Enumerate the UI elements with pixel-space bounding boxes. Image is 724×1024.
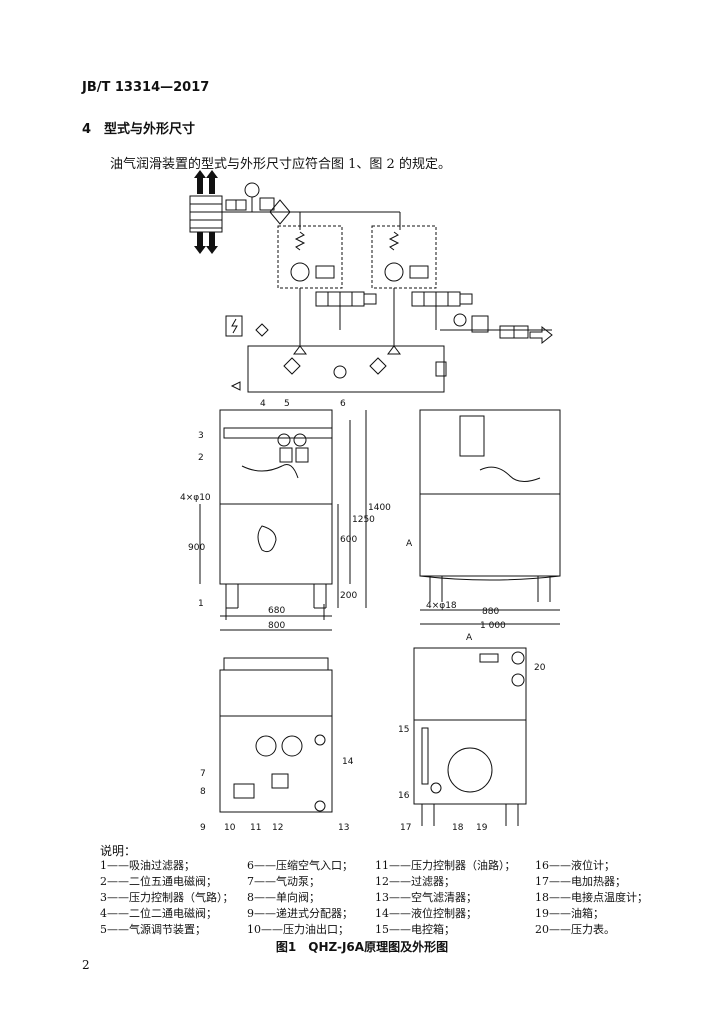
figure-drawing: 680 800 4×φ10 900 600 200 1250 1400 4 5 … [180,170,561,833]
dim-880: 880 [482,607,499,617]
callout-9: 9 [200,823,206,833]
pump-box-1 [277,225,343,289]
legend-item: 2——二位五通电磁阀； [100,875,217,888]
legend-title: 说明： [100,844,137,858]
legend-row: 1——吸油过滤器； 6——压缩空气入口； 11——压力控制器（油路）； 16——… [100,858,660,874]
electric-icon [225,315,243,337]
legend-item: 7——气动泵； [247,875,320,888]
air-inlet-arrow-icon [529,325,553,345]
legend-item: 1——吸油过滤器； [100,859,195,872]
schematic-diagram [189,170,553,393]
callout-4: 4 [260,399,266,409]
callout-6: 6 [340,399,346,409]
tank-inspection-port [447,747,493,793]
heat-exchanger [189,195,223,233]
dim-1400: 1400 [368,503,391,513]
dim-1000: 1 000 [480,621,506,631]
dim-200: 200 [340,591,357,601]
legend-item: 15——电控箱； [375,923,455,936]
callout-19: 19 [476,823,488,833]
callout-14: 14 [342,757,354,767]
callout-11: 11 [250,823,261,833]
body-paragraph: 油气润滑装置的型式与外形尺寸应符合图 1、图 2 的规定。 [110,157,451,172]
tank-schematic [247,345,445,393]
suction-filter-window [257,525,277,553]
pump-icon-2 [384,262,404,282]
callout-15: 15 [398,725,409,735]
legend-item: 18——电接点温度计； [535,891,648,904]
legend-item: 5——气源调节装置； [100,923,206,936]
legend-row: 4——二位二通电磁阀； 9——递进式分配器； 14——液位控制器； 19——油箱… [100,906,660,922]
legend-item: 3——压力控制器（气路）； [100,891,234,904]
legend-item: 8——单向阀； [247,891,320,904]
view-a-label: A [466,633,473,643]
legend-item: 13——空气滤清器； [375,891,477,904]
legend-item: 6——压缩空气入口； [247,859,353,872]
section-heading: 4 型式与外形尺寸 [82,122,196,137]
legend-item: 14——液位控制器； [375,907,477,920]
legend-item: 16——液位计； [535,859,615,872]
legend-item: 19——油箱； [535,907,604,920]
dim-600: 600 [340,535,357,545]
callout-17: 17 [400,823,411,833]
pump-box-2 [371,225,437,289]
callout-13: 13 [338,823,349,833]
legend-row: 3——压力控制器（气路）； 8——单向阀； 13——空气滤清器； 18——电接点… [100,890,660,906]
callout-18: 18 [452,823,464,833]
legend-row: 5——气源调节装置； 10——压力油出口； 15——电控箱； 20——压力表。 [100,922,660,938]
front-tank [219,503,333,585]
air-exhaust-arrows [194,170,218,254]
legend-item: 4——二位二通电磁阀； [100,907,217,920]
legend-row: 2——二位五通电磁阀； 7——气动泵； 12——过滤器； 17——电加热器； [100,874,660,890]
dim-680: 680 [268,606,285,616]
figure-caption: 图1 QHZ-J6A原理图及外形图 [275,940,449,954]
dim-1250: 1250 [352,515,375,525]
page-number: 2 [82,958,90,972]
pressure-gauge-icon [244,182,260,198]
front-view-drawing [199,409,367,631]
callout-16: 16 [398,791,410,801]
legend-table: 1——吸油过滤器； 6——压缩空气入口； 11——压力控制器（油路）； 16——… [100,858,660,938]
dim-holes-front: 4×φ10 [180,493,211,503]
dim-900: 900 [188,543,205,553]
bottom-right-view [413,647,527,826]
callout-8: 8 [200,787,206,797]
legend-item: 12——过滤器； [375,875,455,888]
front-upper-panel [219,409,333,505]
legend-item: 20——压力表。 [535,923,615,936]
electric-control-box [413,647,527,721]
callout-7: 7 [200,769,206,779]
side-view-drawing [419,409,561,625]
legend-item: 10——压力油出口； [247,923,349,936]
view-a-arrow-label: A [406,539,413,549]
side-tank [419,493,561,577]
dim-800: 800 [268,621,285,631]
bottom-left-view [219,657,333,813]
legend-item: 11——压力控制器（油路）； [375,859,516,872]
pump-icon-1 [290,262,310,282]
callout-12: 12 [272,823,283,833]
standard-number: JB/T 13314—2017 [82,80,210,95]
legend-item: 17——电加热器； [535,875,626,888]
callout-1: 1 [198,599,204,609]
callout-5: 5 [284,399,290,409]
callout-20: 20 [534,663,546,673]
callout-3: 3 [198,431,204,441]
callout-10: 10 [224,823,236,833]
legend-item: 9——递进式分配器； [247,907,353,920]
dim-holes-side: 4×φ18 [426,601,457,611]
callout-2: 2 [198,453,204,463]
